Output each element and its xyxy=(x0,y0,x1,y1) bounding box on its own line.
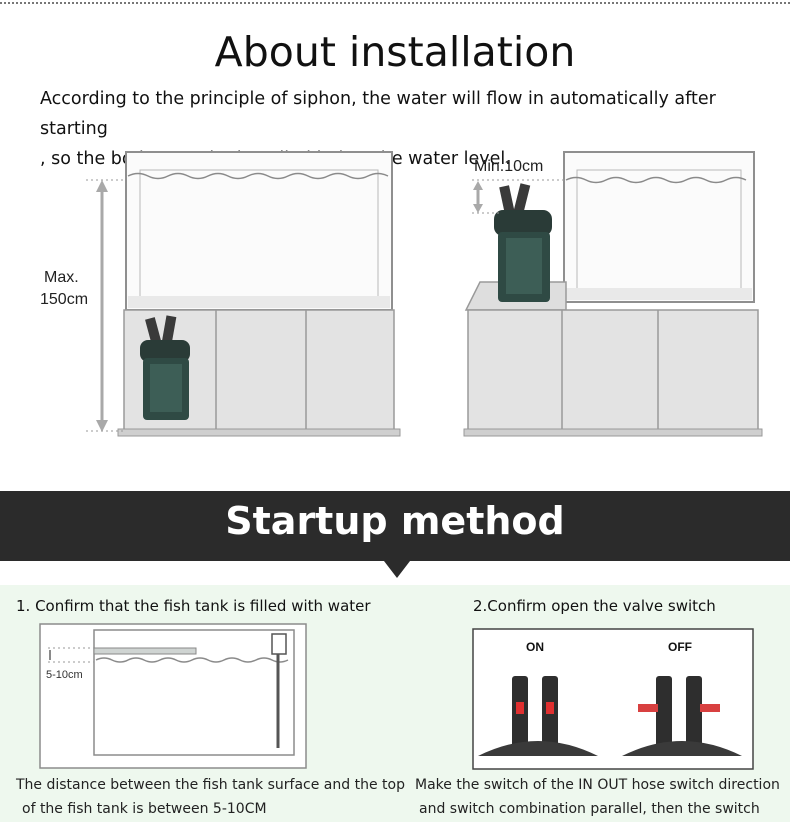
range-label: 5-10cm xyxy=(46,669,83,681)
step-2-caption: Make the switch of the IN OUT hose switc… xyxy=(415,773,780,821)
min-height-arrow xyxy=(472,179,564,214)
max-label-line-2: 150cm xyxy=(40,291,88,308)
step-1-caption: The distance between the fish tank surfa… xyxy=(16,773,405,821)
intro-line-1: According to the principle of siphon, th… xyxy=(40,89,716,139)
step-1-caption-line-1: The distance between the fish tank surfa… xyxy=(16,777,405,793)
step-1-caption-line-2: of the fish tank is between 5-10CM xyxy=(22,801,267,817)
section-title-startup: Startup method xyxy=(225,499,565,543)
step-2-caption-line-2: and switch combination parallel, then th… xyxy=(419,801,760,817)
on-label: ON xyxy=(526,640,544,654)
step-2-title: 2.Confirm open the valve switch xyxy=(473,597,716,615)
banner-pointer-arrow xyxy=(384,561,410,578)
water-level-illustration: 5-10cm xyxy=(39,623,307,769)
valve-off-pair xyxy=(622,676,742,756)
valve-switch-illustration: ON OFF xyxy=(472,628,754,770)
install-below-tank-illustration: Max. 150cm xyxy=(40,151,401,437)
aquarium-tank xyxy=(125,151,393,311)
off-label: OFF xyxy=(668,640,692,654)
max-label-line-1: Max. xyxy=(44,269,79,286)
top-dotted-divider xyxy=(0,2,790,4)
step-1-title: 1. Confirm that the fish tank is filled … xyxy=(16,597,371,615)
step-2-caption-line-1: Make the switch of the IN OUT hose switc… xyxy=(415,777,780,793)
valve-on-pair xyxy=(478,676,598,756)
min-label: Min.10cm xyxy=(474,158,543,175)
canister-filter xyxy=(140,315,190,420)
startup-banner xyxy=(0,491,790,561)
section-title-installation: About installation xyxy=(214,28,576,76)
canister-filter xyxy=(494,183,552,302)
max-height-arrow xyxy=(86,179,126,432)
install-beside-tank-illustration: Min.10cm xyxy=(463,151,763,437)
cabinet xyxy=(463,281,763,437)
aquarium-tank xyxy=(563,151,755,303)
